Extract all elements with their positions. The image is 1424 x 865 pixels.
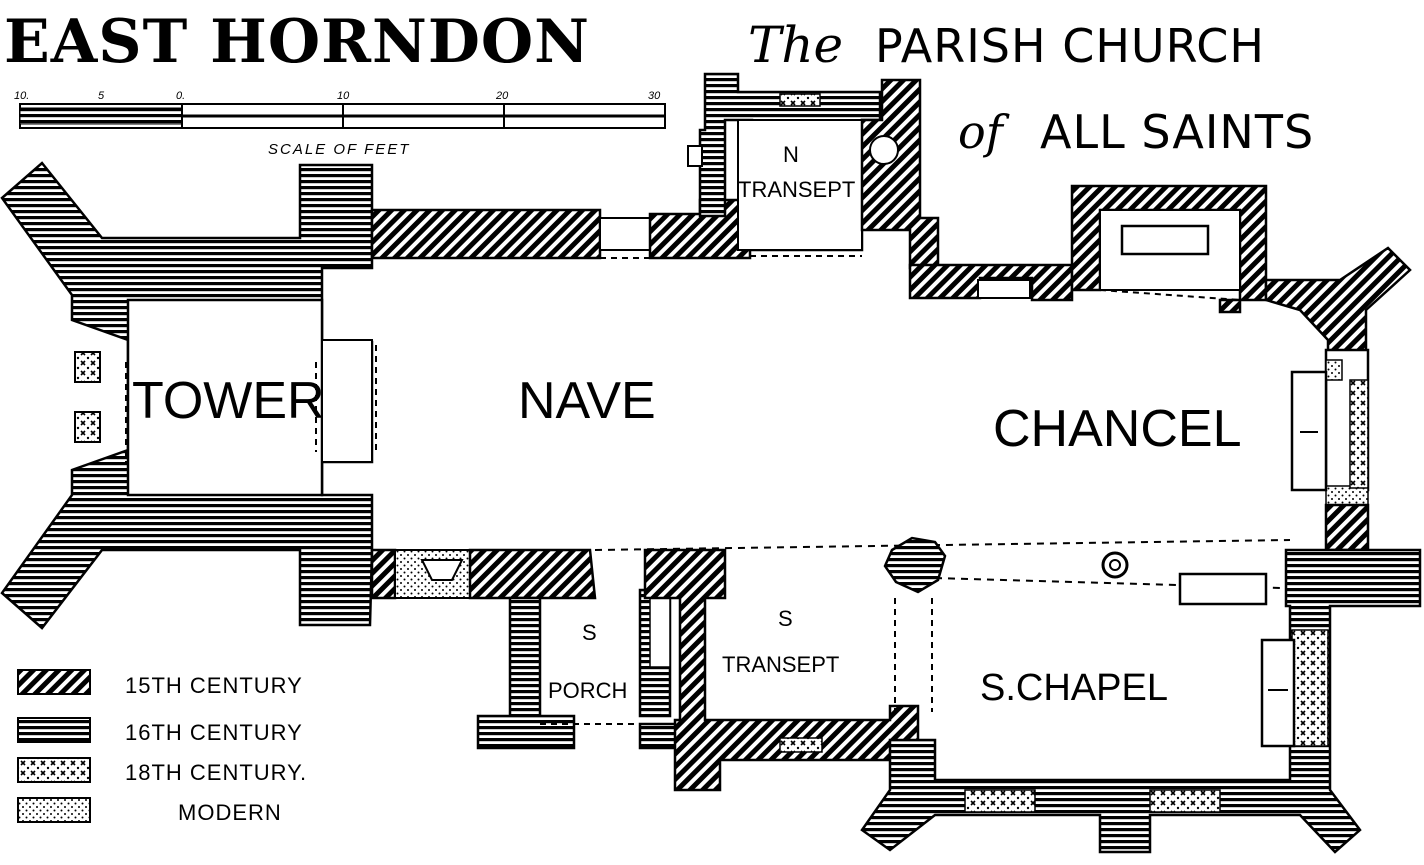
north-transept-walls bbox=[687, 72, 940, 270]
scale-tick-5: 5 bbox=[98, 90, 105, 102]
room-label-tower: TOWER bbox=[132, 372, 325, 430]
nave-south-wall bbox=[370, 548, 597, 600]
scale-tick-20: 20 bbox=[495, 90, 509, 102]
chancel-east-wall bbox=[1290, 348, 1370, 552]
nave-south-dash bbox=[594, 539, 1291, 551]
nave-north-wall bbox=[370, 198, 752, 260]
title-the: The bbox=[748, 16, 843, 74]
scale-tick-10: 10 bbox=[337, 90, 350, 102]
room-label-s-transept-2: TRANSEPT bbox=[722, 652, 839, 677]
scale-label: SCALE OF FEET bbox=[268, 141, 410, 158]
legend-swatch-16th bbox=[17, 717, 91, 743]
title-line2: ALL SAINTS bbox=[1040, 105, 1314, 159]
title-line1: PARISH CHURCH bbox=[875, 19, 1265, 73]
scale-bar bbox=[19, 103, 666, 129]
vestry-dash bbox=[1099, 289, 1241, 301]
tomb-chest bbox=[1178, 572, 1268, 606]
room-label-s-chapel: S.CHAPEL bbox=[980, 667, 1168, 709]
room-label-s-porch-1: S bbox=[582, 620, 597, 645]
south-chapel-walls bbox=[860, 548, 1422, 854]
chancel-north-wall bbox=[908, 184, 1412, 362]
title-place: EAST HORNDON bbox=[4, 7, 590, 77]
room-label-n-transept-2: TRANSEPT bbox=[738, 177, 855, 202]
room-label-nave: NAVE bbox=[518, 372, 656, 430]
legend-swatch-18th bbox=[17, 757, 91, 783]
south-porch-walls bbox=[476, 588, 682, 750]
legend-swatch-15th bbox=[17, 669, 91, 695]
scale-tick-30: 30 bbox=[648, 90, 661, 102]
font bbox=[1101, 551, 1129, 579]
room-label-s-porch-2: PORCH bbox=[548, 678, 627, 703]
legend-swatch-modern bbox=[17, 797, 91, 823]
title-of: of bbox=[958, 105, 1010, 159]
legend bbox=[17, 669, 91, 823]
room-label-chancel: CHANCEL bbox=[993, 400, 1242, 458]
south-pier bbox=[883, 536, 947, 594]
scale-tick-0: 0. bbox=[176, 90, 185, 102]
room-label-s-transept-1: S bbox=[778, 606, 793, 631]
legend-label-15th: 15TH CENTURY bbox=[125, 673, 303, 698]
legend-label-modern: MODERN bbox=[178, 800, 282, 825]
room-label-n-transept-1: N bbox=[783, 142, 799, 167]
tower-walls bbox=[0, 161, 374, 630]
legend-label-16th: 16TH CENTURY bbox=[125, 720, 303, 745]
legend-label-18th: 18TH CENTURY. bbox=[125, 760, 307, 785]
scale-tick-10-left: 10. bbox=[14, 90, 29, 102]
